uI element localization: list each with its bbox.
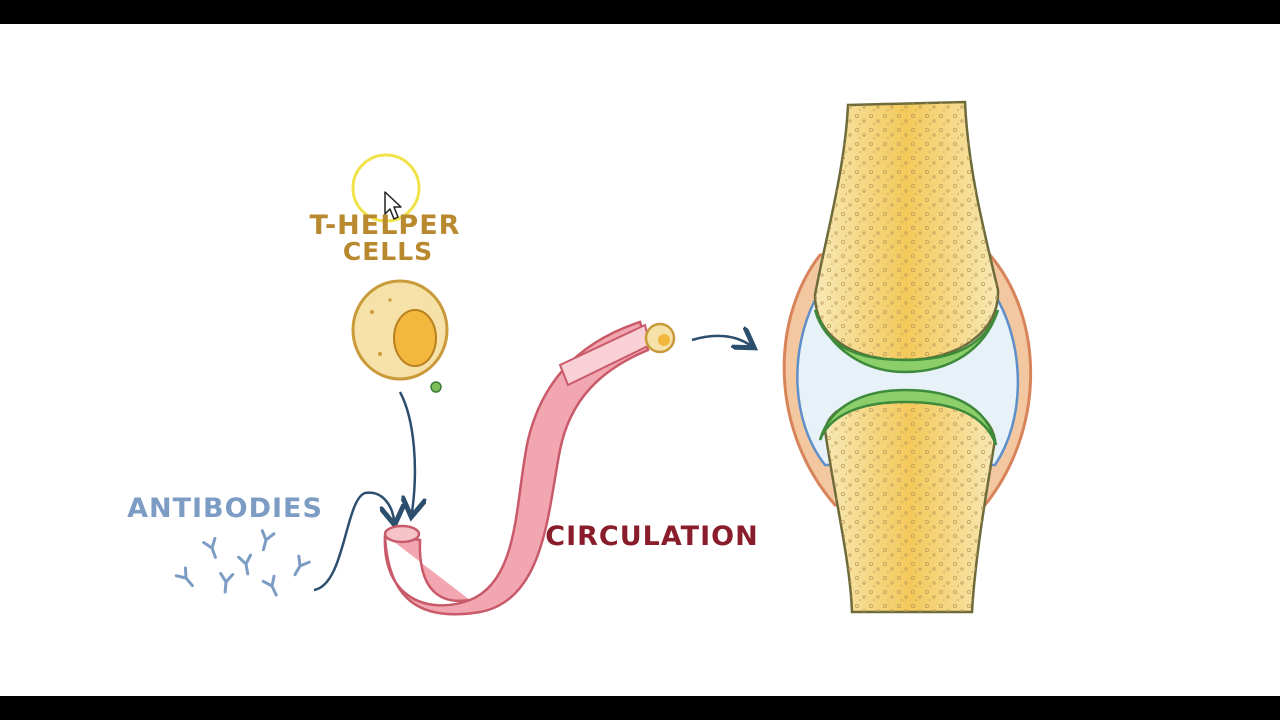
- letterbox-top: [0, 0, 1280, 24]
- antibodies-to-vessel-arrow: [313, 491, 394, 592]
- synovial-joint: [782, 100, 1033, 614]
- t-helper-label-line1: T-HELPER: [310, 210, 461, 241]
- antibody-icon: [219, 572, 235, 594]
- letterbox-bottom: [0, 696, 1280, 720]
- lower-cartilage: [818, 388, 998, 446]
- antibodies-label: ANTIBODIES: [127, 493, 323, 524]
- antibody-icon: [260, 529, 276, 552]
- antibody-icon: [174, 566, 194, 588]
- antibody-group: [174, 529, 311, 597]
- t-helper-label-line2: CELLS: [343, 237, 433, 266]
- mouse-pointer-icon: [384, 191, 402, 220]
- vessel-to-joint-arrow: [691, 336, 750, 345]
- circulation-label: CIRCULATION: [545, 521, 758, 552]
- t-helper-cell: [351, 279, 449, 393]
- cursor-highlight: [351, 153, 421, 223]
- antibody-icon: [202, 536, 217, 559]
- antibody-icon: [261, 574, 278, 597]
- slide-background: [0, 24, 1280, 696]
- upper-cartilage: [813, 309, 1000, 374]
- cell-to-vessel-arrow: [398, 391, 415, 512]
- antibody-icon: [237, 553, 253, 576]
- antibody-icon: [293, 554, 311, 577]
- blood-vessel: [383, 320, 676, 616]
